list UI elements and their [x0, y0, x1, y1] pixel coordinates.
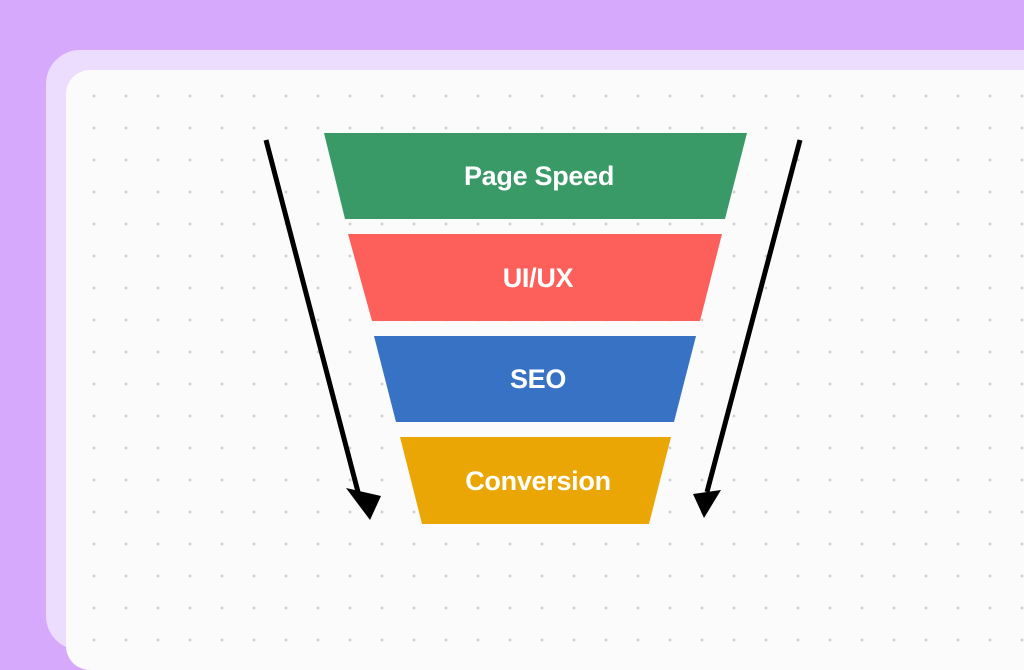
funnel-stage-ui-ux: UI/UX: [348, 234, 722, 321]
funnel-stage-shape: [324, 133, 747, 219]
funnel-stage-conversion: Conversion: [400, 437, 671, 524]
left-down-arrow-icon: [263, 139, 381, 520]
funnel-stage-label: SEO: [510, 364, 566, 394]
right-down-arrow-icon: [693, 139, 803, 518]
funnel-stage-label: UI/UX: [503, 263, 574, 293]
funnel-stage-label: Page Speed: [464, 161, 614, 191]
funnel-stage-seo: SEO: [374, 336, 696, 422]
funnel-stage-label: Conversion: [465, 466, 611, 496]
funnel-diagram: Page Speed UI/UX SEO Conversion: [263, 133, 803, 524]
funnel-stage-shape: [348, 234, 722, 321]
funnel-stage-shape: [400, 437, 671, 524]
funnel-stage-page-speed: Page Speed: [324, 133, 747, 219]
funnel-stage-shape: [374, 336, 696, 422]
